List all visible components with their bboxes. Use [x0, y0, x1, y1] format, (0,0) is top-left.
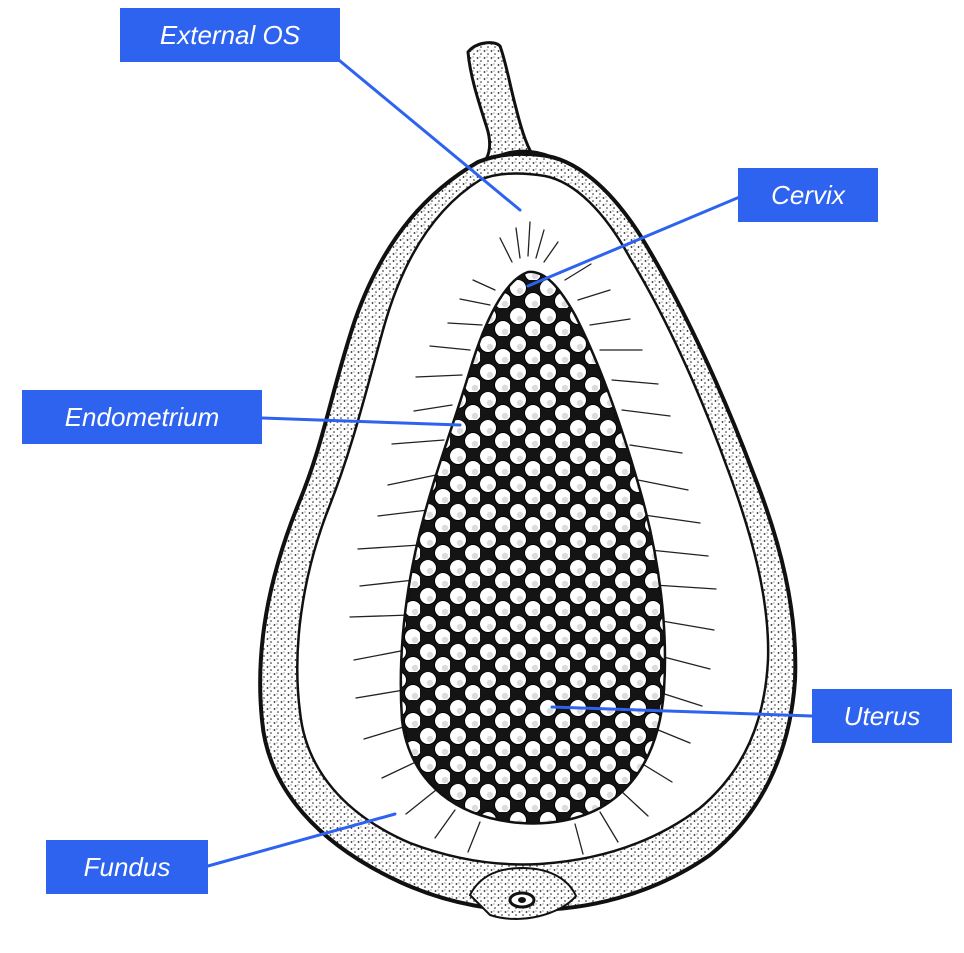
- stem: [468, 43, 536, 162]
- label-external-os: External OS: [120, 8, 340, 62]
- label-fundus: Fundus: [46, 840, 208, 894]
- label-endometrium: Endometrium: [22, 390, 262, 444]
- label-uterus: Uterus: [812, 689, 952, 743]
- label-cervix: Cervix: [738, 168, 878, 222]
